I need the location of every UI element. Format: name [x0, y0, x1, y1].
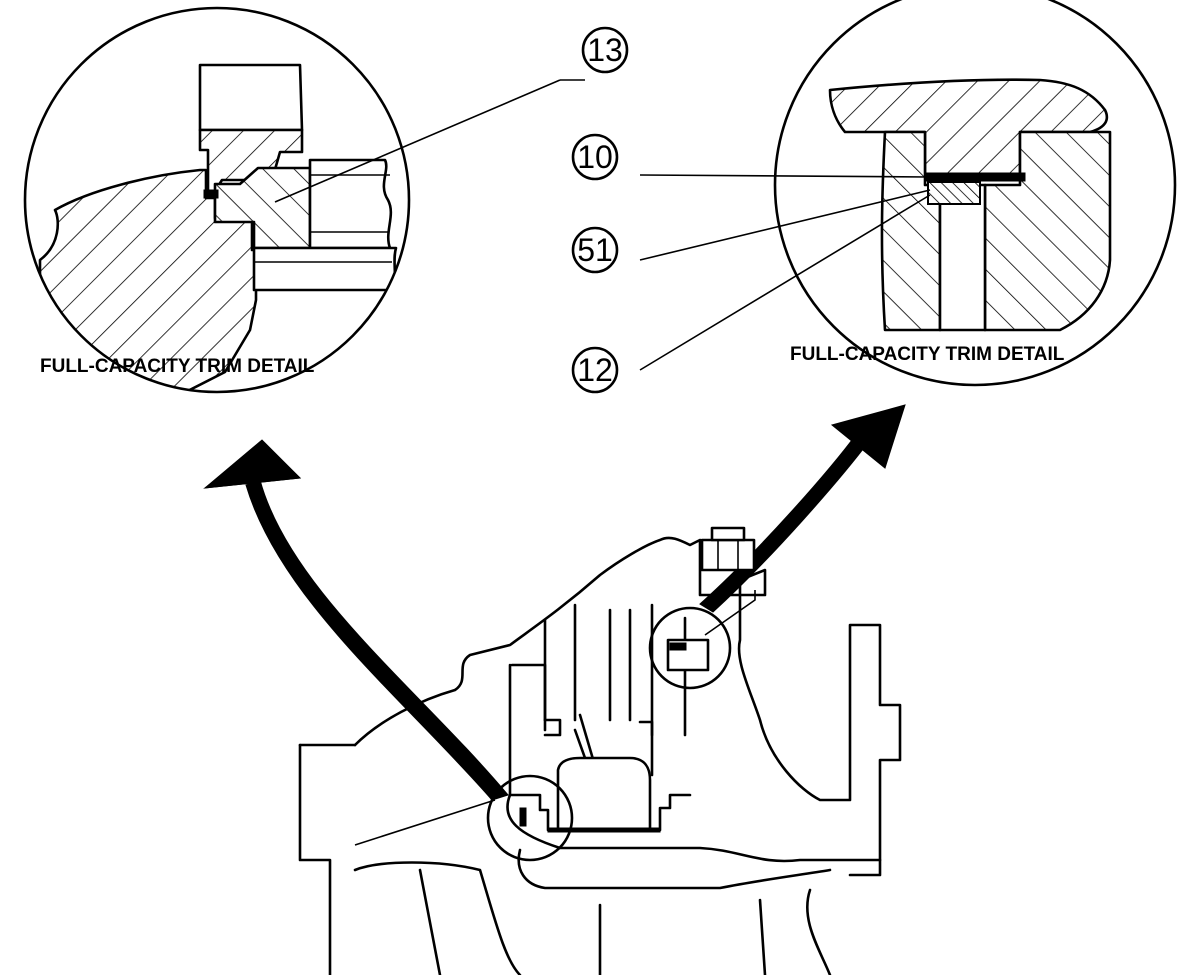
left-detail-circle: [23, 6, 411, 394]
callout-10[interactable]: 10: [571, 133, 929, 181]
bonnet-nut: [700, 538, 756, 572]
callout-13-label: 13: [587, 32, 623, 68]
right-detail-circle: [773, 0, 1177, 387]
right-seal-51: [927, 181, 981, 205]
left-gasket: [203, 189, 219, 199]
callout-13[interactable]: 13: [274, 26, 629, 203]
callout-10-label: 10: [577, 139, 613, 175]
right-bonnet-top: [828, 78, 1109, 177]
callout-51-label: 51: [577, 232, 613, 268]
left-lower-ring: [252, 246, 398, 292]
valve-plug: [556, 756, 652, 832]
callout-51[interactable]: 51: [571, 189, 931, 274]
assembly-left-detail-marker: [486, 774, 574, 862]
right-gasket-10: [924, 172, 1026, 182]
right-cage: [938, 183, 987, 332]
callout-51-bubble: [571, 226, 619, 274]
callout-12[interactable]: 12: [571, 194, 931, 394]
left-upper-stem: [198, 63, 304, 132]
left-cage: [308, 158, 393, 250]
left-retainer: [198, 128, 304, 198]
right-detail: FULL-CAPACITY TRIM DETAIL: [773, 0, 1177, 387]
valve-assembly: [298, 526, 902, 975]
left-detail-caption: FULL-CAPACITY TRIM DETAIL: [40, 356, 315, 377]
left-arrow: [203, 439, 509, 801]
callout-12-bubble: [571, 346, 619, 394]
callout-12-label: 12: [577, 352, 613, 388]
assembly-right-detail-marker: [648, 606, 732, 690]
right-detail-caption: FULL-CAPACITY TRIM DETAIL: [790, 344, 1065, 365]
callout-13-bubble: [581, 26, 629, 74]
right-arrow: [699, 404, 906, 613]
callout-10-bubble: [571, 133, 619, 181]
left-detail: FULL-CAPACITY TRIM DETAIL: [23, 6, 411, 394]
